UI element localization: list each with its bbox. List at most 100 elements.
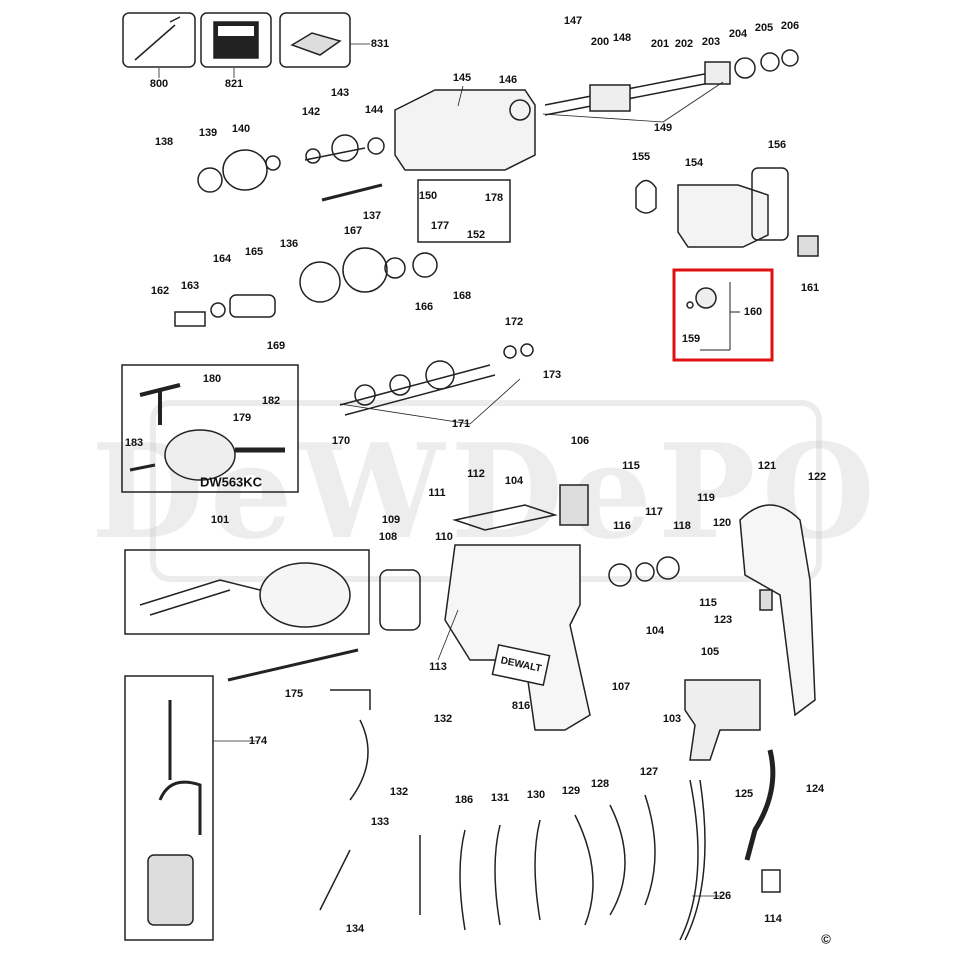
part-label-104: 104 [645, 625, 665, 637]
spindle [544, 69, 726, 116]
part-label-206: 206 [780, 20, 800, 32]
part-label-203: 203 [701, 36, 721, 48]
part-label-165: 165 [244, 246, 264, 258]
box-800 [122, 12, 196, 68]
part-label-149: 149 [653, 122, 673, 134]
part-label-205: 205 [754, 22, 774, 34]
part-label-130: 130 [526, 789, 546, 801]
box-101 [124, 549, 370, 635]
part-label-122: 122 [807, 471, 827, 483]
part-label-109: 109 [381, 514, 401, 526]
part-label-167: 167 [343, 225, 363, 237]
manual-icon [290, 32, 342, 56]
part-label-831: 831 [370, 38, 390, 50]
part-label-143: 143 [330, 87, 350, 99]
part-label-201: 201 [650, 38, 670, 50]
part-label-133: 133 [370, 816, 390, 828]
part-label-132: 132 [389, 786, 409, 798]
box-150 [417, 179, 511, 243]
part-label-175: 175 [284, 688, 304, 700]
part-label-124: 124 [805, 783, 825, 795]
part-label-120: 120 [712, 517, 732, 529]
part-label-173: 173 [542, 369, 562, 381]
drill-body [444, 544, 591, 731]
part-label-164: 164 [212, 253, 232, 265]
part-label-163: 163 [180, 280, 200, 292]
part-label-816: 816 [511, 700, 531, 712]
part-label-121: 121 [757, 460, 777, 472]
part-label-202: 202 [674, 38, 694, 50]
handle [739, 504, 816, 717]
part-label-131: 131 [490, 792, 510, 804]
part-label-148: 148 [612, 32, 632, 44]
part-label-159: 159 [681, 333, 701, 345]
part-label-115: 115 [622, 460, 640, 472]
part-label-144: 144 [364, 104, 384, 116]
part-label-138: 138 [154, 136, 174, 148]
part-label-119: 119 [697, 492, 715, 504]
part-label-136: 136 [279, 238, 299, 250]
part-label-129: 129 [561, 785, 581, 797]
part-label-160: 160 [743, 306, 763, 318]
part-label-103: 103 [662, 713, 682, 725]
part-label-104: 104 [504, 475, 524, 487]
housing-154 [677, 184, 769, 248]
part-label-115: 115 [699, 597, 717, 609]
part-label-126: 126 [712, 890, 732, 902]
part-label-132: 132 [433, 713, 453, 725]
part-label-113: 113 [429, 661, 447, 673]
part-label-117: 117 [645, 506, 663, 518]
part-label-114: 114 [764, 913, 782, 925]
box-dw563kc [121, 364, 299, 493]
part-label-145: 145 [452, 72, 472, 84]
part-label-150: 150 [418, 190, 438, 202]
part-label-142: 142 [301, 106, 321, 118]
part-label-146: 146 [498, 74, 518, 86]
part-label-168: 168 [452, 290, 472, 302]
highlight-box [672, 268, 774, 362]
part-label-140: 140 [231, 123, 251, 135]
kit-label: DW563KC [199, 474, 263, 490]
part-label-174: 174 [248, 735, 268, 747]
part-label-180: 180 [202, 373, 222, 385]
brand-plate [491, 644, 551, 686]
leader-lines [158, 43, 724, 897]
part-label-169: 169 [266, 340, 286, 352]
part-label-162: 162 [150, 285, 170, 297]
part-label-177: 177 [430, 220, 450, 232]
gear-housing [394, 89, 536, 171]
part-label-171: 171 [451, 418, 471, 430]
part-label-101: 101 [210, 514, 230, 526]
part-label-186: 186 [454, 794, 474, 806]
part-label-108: 108 [378, 531, 398, 543]
part-label-156: 156 [767, 139, 787, 151]
part-label-134: 134 [345, 923, 365, 935]
part-label-154: 154 [684, 157, 704, 169]
box-831 [279, 12, 351, 68]
part-label-107: 107 [611, 681, 631, 693]
part-label-200: 200 [590, 36, 610, 48]
part-label-128: 128 [590, 778, 610, 790]
part-label-170: 170 [331, 435, 351, 447]
part-label-155: 155 [631, 151, 651, 163]
part-label-183: 183 [124, 437, 144, 449]
part-label-821: 821 [224, 78, 244, 90]
copyright-mark: © [821, 931, 831, 947]
part-label-152: 152 [466, 229, 486, 241]
box-174 [124, 675, 214, 941]
part-label-166: 166 [414, 301, 434, 313]
switch-103 [684, 679, 761, 761]
part-label-125: 125 [734, 788, 754, 800]
part-label-147: 147 [563, 15, 583, 27]
part-label-182: 182 [261, 395, 281, 407]
part-label-127: 127 [639, 766, 659, 778]
part-label-179: 179 [232, 412, 252, 424]
part-label-111: 111 [428, 487, 446, 499]
part-label-204: 204 [728, 28, 748, 40]
wire-tool-icon [134, 16, 181, 61]
box-821 [200, 12, 272, 68]
part-label-116: 116 [613, 520, 631, 532]
part-label-161: 161 [800, 282, 820, 294]
part-label-105: 105 [700, 646, 720, 658]
